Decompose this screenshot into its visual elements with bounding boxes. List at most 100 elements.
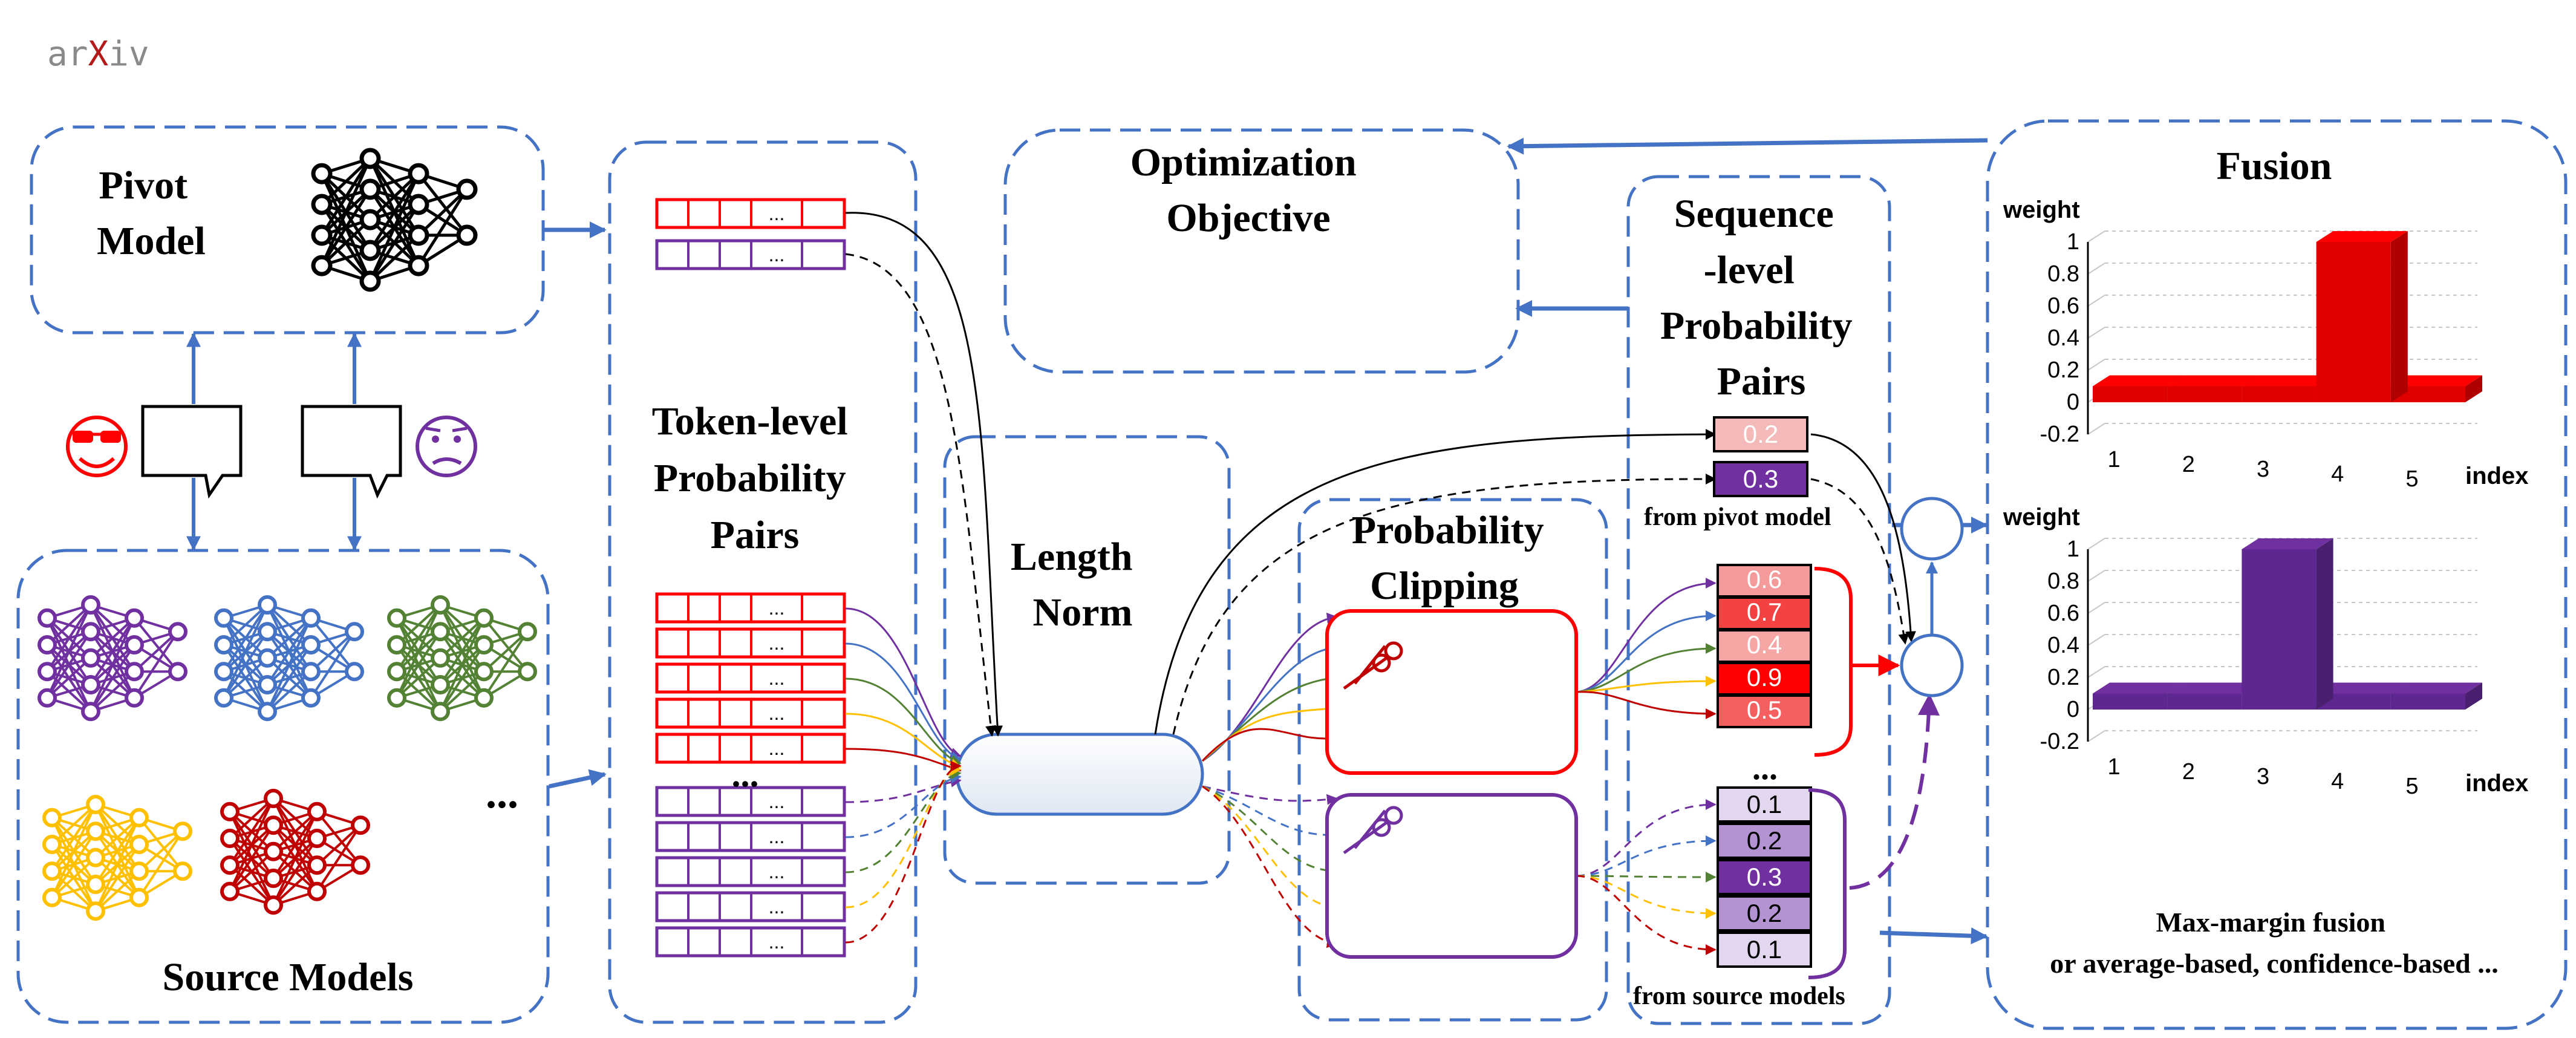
network-edge (316, 811, 362, 866)
value-cell (1717, 662, 1812, 696)
bar-top (2242, 538, 2333, 549)
network-edge (138, 830, 184, 872)
bar-side (2390, 231, 2408, 402)
bar-top (2093, 375, 2185, 387)
network-node (456, 224, 478, 246)
purple-value-box: 0.1 (1717, 932, 1812, 968)
source-models-title: Source Models (163, 955, 414, 999)
network-node (456, 178, 478, 200)
bar (2167, 386, 2242, 402)
length-norm-capsule (955, 733, 1204, 816)
network-node (345, 662, 364, 682)
network-edge (316, 824, 362, 866)
seq-value-curve (1576, 691, 1717, 719)
network-edge (223, 604, 269, 646)
network-node (125, 688, 144, 708)
bar (2242, 386, 2317, 402)
source-models-panel (16, 549, 550, 1024)
network-edge (229, 850, 275, 893)
network-node (387, 662, 406, 682)
fusion-node-top (1900, 497, 1964, 561)
token-curve (845, 768, 962, 873)
grid-line (2087, 359, 2105, 371)
purple-bracket-arrow (1849, 693, 1940, 890)
red-bracket (1814, 567, 1853, 757)
seq-value-curve (1576, 643, 1717, 693)
network-node (264, 815, 283, 835)
network-node (258, 702, 277, 722)
token-row: ... (655, 239, 846, 270)
network-edge (321, 218, 371, 267)
fusion-title: Fusion (2217, 144, 2332, 188)
network-node (474, 688, 494, 708)
network-node (37, 662, 57, 682)
seq-value-curve (1576, 875, 1717, 955)
neural-network-icon (214, 595, 364, 722)
pivot-value-box: 0.3 (1713, 461, 1808, 497)
network-node (214, 608, 233, 628)
x-tick-label: 1 (2108, 447, 2121, 472)
value-label: 0.9 (1747, 663, 1782, 691)
speech-bubble-icon (141, 405, 402, 499)
scissors-icon (1343, 641, 1403, 690)
network-edge (90, 644, 135, 713)
neural-network-icon (37, 595, 187, 722)
network-node (86, 847, 105, 867)
token-ellipsis: ... (769, 597, 785, 619)
grid-line (2087, 327, 2105, 339)
fusion-node-bottom (1900, 633, 1964, 697)
x-tick-label: 5 (2405, 774, 2418, 799)
network-edge (368, 203, 420, 282)
network-node (37, 608, 57, 628)
sequence-pairs-panel (1626, 175, 1891, 1025)
x-tick-label: 5 (2405, 466, 2418, 492)
seq-value-curve (1576, 871, 1717, 883)
network-node (474, 608, 494, 628)
network-edge (90, 670, 135, 713)
network-node (86, 821, 105, 841)
bar (2390, 693, 2465, 710)
token-ellipsis: ... (769, 244, 785, 266)
token-ellipsis: ... (769, 931, 785, 953)
token-row: ... (655, 627, 846, 659)
network-edge (439, 617, 485, 713)
network-edge (229, 797, 275, 840)
bar-top (2167, 375, 2259, 387)
network-node (351, 815, 370, 835)
bar-top (2093, 682, 2185, 694)
network-node (518, 622, 537, 642)
network-node (408, 194, 429, 215)
token-ellipsis: ... (769, 667, 785, 689)
clip-curve (1202, 673, 1338, 762)
bar (2167, 693, 2242, 710)
seq-value-curve (1576, 875, 1717, 919)
value-cell (1717, 694, 1812, 728)
network-node (42, 887, 62, 907)
red-value-box: 0.6 (1717, 564, 1812, 598)
network-node (387, 635, 406, 654)
network-node (518, 662, 537, 682)
network-node (307, 829, 327, 848)
x-tick-label: 4 (2331, 769, 2344, 794)
network-edge (94, 817, 140, 859)
token-row: ... (655, 821, 846, 852)
network-edge (266, 644, 312, 713)
network-edge (320, 157, 372, 237)
x-tick-label: 1 (2108, 754, 2121, 780)
network-edge (316, 824, 362, 892)
network-edge (272, 811, 318, 906)
network-edge (266, 670, 312, 713)
bubble-arrows (186, 332, 362, 551)
network-node (86, 901, 105, 921)
length-norm-panel (943, 435, 1231, 885)
network-edge (439, 670, 485, 713)
value-cell (1713, 416, 1808, 452)
y-tick-label: 1 (2067, 537, 2079, 562)
network-edge (321, 157, 371, 206)
token-row: ... (655, 198, 846, 229)
pivot-to-fusion-curve (1810, 478, 1909, 645)
value-cell (1717, 786, 1812, 823)
network-edge (396, 657, 442, 699)
network-edge (46, 631, 92, 699)
neural-network-icon (220, 789, 370, 915)
